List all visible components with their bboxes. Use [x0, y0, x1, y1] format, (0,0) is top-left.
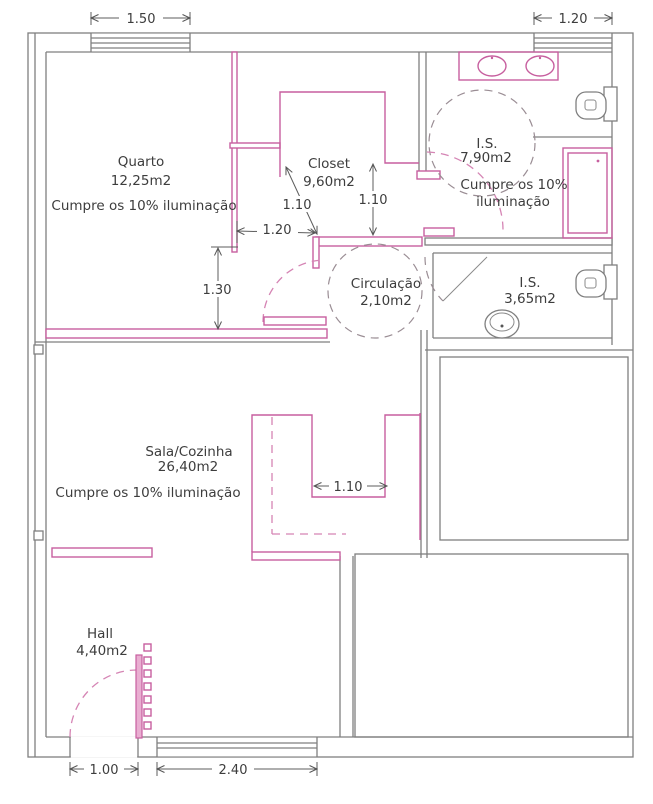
- room-note: iluminação: [476, 194, 550, 210]
- dim-kitchen-opening: 1.10: [312, 478, 389, 495]
- kitchen-counter: [251, 413, 421, 561]
- room-area: 3,65m2: [504, 291, 556, 307]
- double-sink-vanity: [458, 51, 559, 81]
- room-name: I.S.: [519, 275, 540, 291]
- room-area: 2,10m2: [360, 293, 412, 309]
- toilet-lower: [575, 264, 618, 300]
- label-hall: Hall 4,40m2: [76, 626, 128, 659]
- room-area: 26,40m2: [158, 459, 218, 475]
- room-name: I.S.: [476, 136, 497, 152]
- door-is-top: [426, 151, 504, 231]
- dim-text: 1.30: [203, 283, 232, 298]
- label-quarto: Quarto 12,25m2 Cumpre os 10% iluminação: [51, 154, 236, 214]
- door-quarto: [262, 259, 327, 326]
- dim-text: 1.50: [127, 12, 156, 27]
- washbasin: [484, 309, 520, 339]
- dim-window-is: 1.20: [532, 8, 614, 27]
- label-closet: Closet 9,60m2: [303, 156, 355, 190]
- shower-box: [562, 147, 613, 239]
- open-area-bottom: [354, 553, 629, 738]
- dim-text: 1.20: [263, 223, 292, 238]
- dim-window-sala: 2.40: [155, 761, 319, 778]
- dim-text: 2.40: [219, 763, 248, 778]
- side-areas: [354, 356, 629, 738]
- dim-quarto-wall: 1.30: [199, 246, 238, 331]
- wall-quarto-closet: [231, 51, 238, 253]
- wall-quarto-south: [45, 328, 328, 339]
- outer-walls: [27, 32, 634, 758]
- dim-text: 1.10: [334, 480, 363, 495]
- label-is-small: I.S. 3,65m2: [504, 275, 556, 307]
- entry-opening: [69, 736, 139, 758]
- room-note: Cumpre os 10%: [460, 177, 567, 193]
- open-area-right: [439, 356, 629, 541]
- room-note: Cumpre os 10% iluminação: [51, 198, 236, 214]
- window-is: [533, 33, 613, 52]
- room-name: Quarto: [118, 154, 165, 170]
- door-quarto-leaf: [263, 316, 327, 326]
- interior-walls-pink: [45, 51, 455, 558]
- room-name: Closet: [308, 156, 350, 172]
- dim-entry-door: 1.00: [68, 761, 140, 778]
- label-is-top: I.S. 7,90m2 Cumpre os 10% iluminação: [460, 136, 568, 210]
- entry-door: [69, 654, 143, 739]
- window-quarto: [90, 33, 191, 52]
- interior-walls-gray: [33, 52, 633, 737]
- room-name: Sala/Cozinha: [145, 444, 232, 460]
- door-is-small: [424, 256, 488, 302]
- dim-text: 1.10: [283, 198, 312, 213]
- wall-sala-hall: [51, 547, 153, 558]
- turning-circle-circulacao: [327, 243, 423, 339]
- dim-text: 1.10: [359, 193, 388, 208]
- dim-closet-vert: 1.10: [354, 162, 392, 237]
- door-is-small-leaf: [442, 256, 488, 302]
- label-circulacao: Circulação 2,10m2: [351, 276, 421, 309]
- room-area: 12,25m2: [111, 173, 171, 189]
- room-area: 9,60m2: [303, 174, 355, 190]
- room-note: Cumpre os 10% iluminação: [55, 485, 240, 501]
- toilet-upper: [575, 86, 618, 122]
- entry-square-rack: [143, 643, 152, 730]
- dim-text: 1.20: [559, 12, 588, 27]
- wardrobe: [279, 91, 419, 177]
- label-sala: Sala/Cozinha 26,40m2 Cumpre os 10% ilumi…: [55, 444, 240, 501]
- room-name: Circulação: [351, 276, 421, 292]
- entry-door-leaf: [135, 654, 143, 739]
- room-area: 7,90m2: [460, 150, 512, 166]
- room-area: 4,40m2: [76, 643, 128, 659]
- turning-circle-is: [428, 89, 536, 197]
- room-name: Hall: [87, 626, 113, 642]
- dim-closet-diag: 1.10: [278, 165, 318, 236]
- dim-quarto-opening: 1.20: [235, 221, 317, 243]
- window-sala: [156, 737, 318, 757]
- dim-text: 1.00: [90, 763, 119, 778]
- dim-window-quarto: 1.50: [89, 8, 192, 27]
